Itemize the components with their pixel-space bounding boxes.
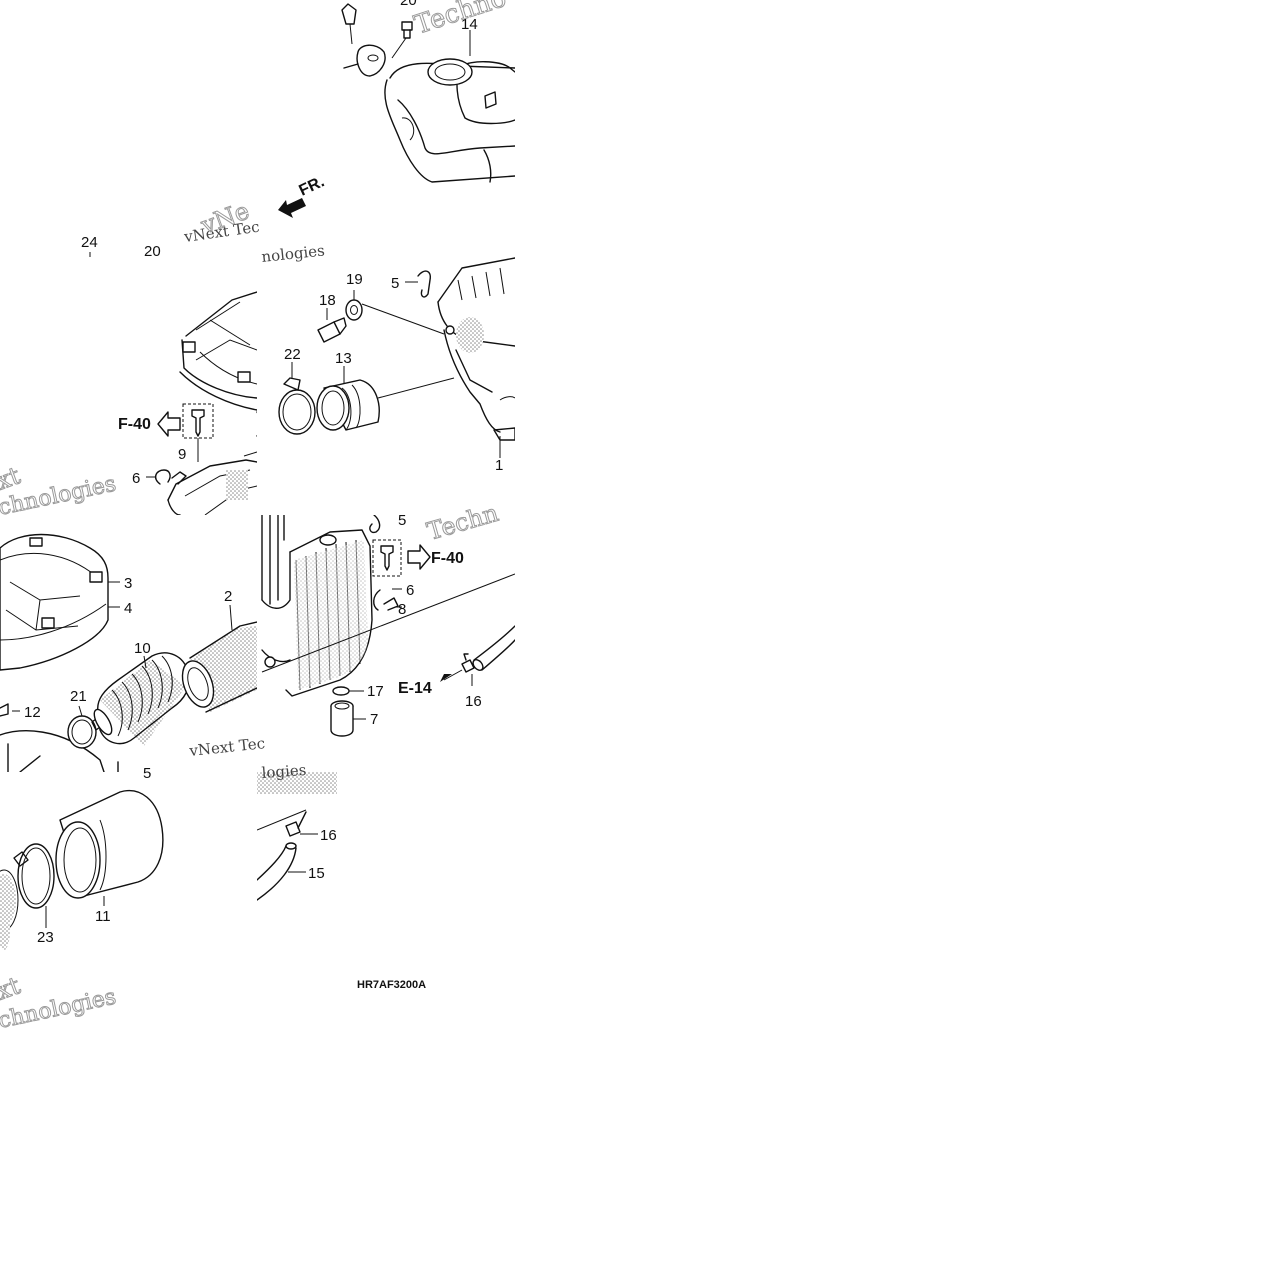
- grommet-part-19: [345, 290, 445, 335]
- callout-3: 3: [124, 575, 132, 592]
- callout-5a: 5: [391, 275, 399, 292]
- joint-part-13: [316, 366, 455, 431]
- tile-case-cover: [146, 291, 257, 515]
- callout-24: 24: [81, 234, 98, 251]
- watermark-4: nologies: [261, 241, 326, 266]
- f40-reference-right: F-40: [431, 550, 464, 567]
- tile-filter-element: [0, 533, 257, 772]
- callout-8: 8: [398, 601, 406, 618]
- callout-15: 15: [308, 865, 325, 882]
- callout-5c: 5: [398, 512, 406, 529]
- callout-20a: 20: [400, 0, 417, 9]
- watermark-1: Techno: [411, 0, 510, 41]
- callout-10: 10: [134, 640, 151, 657]
- band-part-23: [13, 843, 55, 928]
- outer-filter-part-11: [55, 790, 164, 906]
- front-direction-arrow: [278, 198, 306, 218]
- boot-part-10: [93, 652, 190, 746]
- watermark-11: xt: [0, 971, 24, 1005]
- tile-outer-filter: [0, 790, 164, 950]
- diagram-code: HR7AF3200A: [357, 979, 426, 991]
- callout-7: 7: [370, 711, 378, 728]
- watermark-8: Techn: [424, 499, 502, 546]
- callout-23: 23: [37, 929, 54, 946]
- filter-element-part-2: [181, 604, 257, 713]
- push-rivet-right: [372, 539, 402, 577]
- callout-5b: 5: [143, 765, 151, 782]
- tile-resonator-duct: [278, 3, 515, 218]
- f40-reference-left: F-40: [118, 416, 151, 433]
- callout-19: 19: [346, 271, 363, 288]
- callout-21: 21: [70, 688, 87, 705]
- watermark-9: vNext Tec: [188, 734, 266, 760]
- callout-12: 12: [24, 704, 41, 721]
- tile-case-body: [261, 515, 515, 737]
- f40-reference-arrow-right: [407, 544, 431, 570]
- cover-latch-right: [237, 371, 251, 383]
- duct-inlet-opening: [427, 58, 473, 86]
- callout-18: 18: [319, 292, 336, 309]
- push-rivet: [182, 403, 214, 462]
- callout-6a: 6: [132, 470, 140, 487]
- callout-6b: 6: [406, 582, 414, 599]
- callout-13: 13: [335, 350, 352, 367]
- front-reference-label: FR.: [297, 173, 328, 199]
- callout-11: 11: [95, 908, 111, 925]
- tile-drain-hose: [257, 772, 337, 901]
- e14-reference: E-14: [398, 680, 432, 697]
- callout-17: 17: [367, 683, 384, 700]
- sensor-part-18: [317, 308, 347, 343]
- callout-1: 1: [495, 457, 503, 474]
- callout-16a: 16: [465, 693, 482, 710]
- callout-20b: 20: [144, 243, 161, 260]
- callout-22: 22: [284, 346, 301, 363]
- drain-plug-part-7: [330, 700, 366, 737]
- callout-16b: 16: [320, 827, 337, 844]
- callout-9: 9: [178, 446, 186, 463]
- clamp-part-22: [278, 362, 316, 435]
- watermark-10: logies: [261, 761, 307, 782]
- callout-4: 4: [124, 600, 132, 617]
- callout-2: 2: [224, 588, 232, 605]
- callout-14: 14: [461, 16, 478, 33]
- f40-reference-arrow-left: [157, 411, 181, 437]
- screw-part-20: [391, 21, 413, 59]
- cover-latch-left: [182, 341, 196, 353]
- tile-intake-joint: [278, 257, 515, 458]
